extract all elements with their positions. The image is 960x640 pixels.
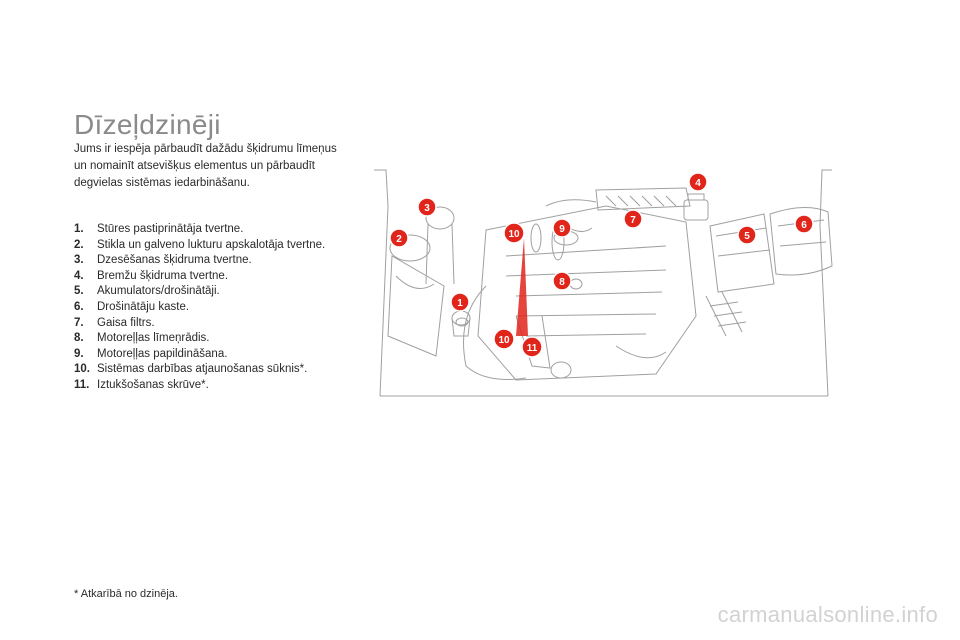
- list-item: 11. Iztukšošanas skrūve*.: [74, 378, 364, 394]
- badge-label: 8: [559, 277, 565, 288]
- list-item: 9. Motoreļļas papildināšana.: [74, 347, 364, 363]
- list-item: 4. Bremžu šķidruma tvertne.: [74, 269, 364, 285]
- item-text: Akumulators/drošinātāji.: [97, 285, 220, 298]
- list-item: 8. Motoreļļas līmeņrādis.: [74, 331, 364, 347]
- item-text: Bremžu šķidruma tvertne.: [97, 269, 229, 282]
- item-text: Sistēmas darbības atjaunošanas sūknis*.: [97, 363, 308, 376]
- badge-label: 5: [744, 231, 750, 242]
- badge-label: 6: [801, 220, 807, 231]
- badge-label: 1: [457, 298, 463, 309]
- component-list: 1. Stūres pastiprinātāja tvertne. 2. Stikl…: [74, 222, 364, 394]
- item-number: 8.: [74, 332, 84, 345]
- badge-label: 11: [527, 343, 538, 354]
- badge-6: 6: [794, 214, 814, 234]
- item-number: 3.: [74, 254, 84, 267]
- list-item: 3. Dzesēšanas šķidruma tvertne.: [74, 253, 364, 269]
- frame-outline: [374, 169, 832, 397]
- list-item: 1. Stūres pastiprinātāja tvertne.: [74, 222, 364, 238]
- item-number: 5.: [74, 285, 84, 298]
- item-number: 1.: [74, 223, 84, 235]
- item-number: 4.: [74, 269, 84, 282]
- badge-9: 9: [552, 218, 572, 238]
- item-text: Motoreļļas papildināšana.: [97, 347, 228, 360]
- badge-5: 5: [737, 225, 757, 245]
- item-number: 9.: [74, 347, 84, 360]
- item-number: 11.: [74, 378, 90, 391]
- item-text: Motoreļļas līmeņrādis.: [97, 332, 210, 345]
- badge-label: 10: [508, 229, 520, 240]
- badge-7: 7: [623, 209, 643, 229]
- engine-bay-diagram: 1 2 3 4 5 6 7 8 9 10 10 11: [374, 169, 833, 397]
- badge-label: 2: [396, 234, 402, 245]
- air-filter-box: [595, 187, 691, 211]
- fuse-box: [769, 207, 833, 276]
- footnote: * Atkarībā no dzinēja.: [74, 588, 178, 600]
- badge-label: 10: [498, 335, 510, 346]
- item-number: 7.: [74, 316, 84, 329]
- item-number: 10.: [74, 363, 90, 376]
- item-number: 6.: [74, 300, 84, 313]
- item-text: Gaisa filtrs.: [97, 316, 155, 329]
- dipstick-highlight: [516, 238, 528, 336]
- badge-10-top: 10: [503, 222, 525, 244]
- badge-1: 1: [450, 292, 470, 312]
- intro-paragraph: Jums ir iespēja pārbaudīt dažādu šķidrum…: [74, 143, 337, 189]
- item-text: Stūres pastiprinātāja tvertne.: [97, 223, 244, 235]
- badge-label: 9: [559, 224, 565, 235]
- page-title: Dīzeļdzinēji: [74, 108, 221, 140]
- item-text: Drošinātāju kaste.: [97, 300, 190, 313]
- badge-10-bottom: 10: [493, 328, 515, 350]
- badge-label: 4: [695, 178, 701, 189]
- item-text: Iztukšošanas skrūve*.: [97, 378, 209, 391]
- item-number: 2.: [74, 238, 84, 251]
- badge-11: 11: [521, 336, 543, 358]
- list-item: 10. Sistēmas darbības atjaunošanas sūknis…: [74, 362, 364, 378]
- watermark: carmanualsonline.info: [717, 602, 938, 627]
- badge-8: 8: [552, 271, 572, 291]
- list-item: 7. Gaisa filtrs.: [74, 316, 364, 332]
- badge-3: 3: [417, 197, 437, 217]
- item-text: Dzesēšanas šķidruma tvertne.: [97, 254, 252, 267]
- list-item: 2. Stikla un galveno lukturu apskalotāja …: [74, 238, 364, 254]
- item-text: Stikla un galveno lukturu apskalotāja tv…: [97, 238, 326, 251]
- badge-2: 2: [389, 228, 409, 248]
- battery: [709, 213, 775, 293]
- list-item: 6. Drošinātāju kaste.: [74, 300, 364, 316]
- badge-label: 3: [424, 203, 430, 214]
- badge-4: 4: [688, 172, 708, 192]
- list-item: 5. Akumulators/drošinātāji.: [74, 284, 364, 300]
- badge-label: 7: [630, 215, 636, 226]
